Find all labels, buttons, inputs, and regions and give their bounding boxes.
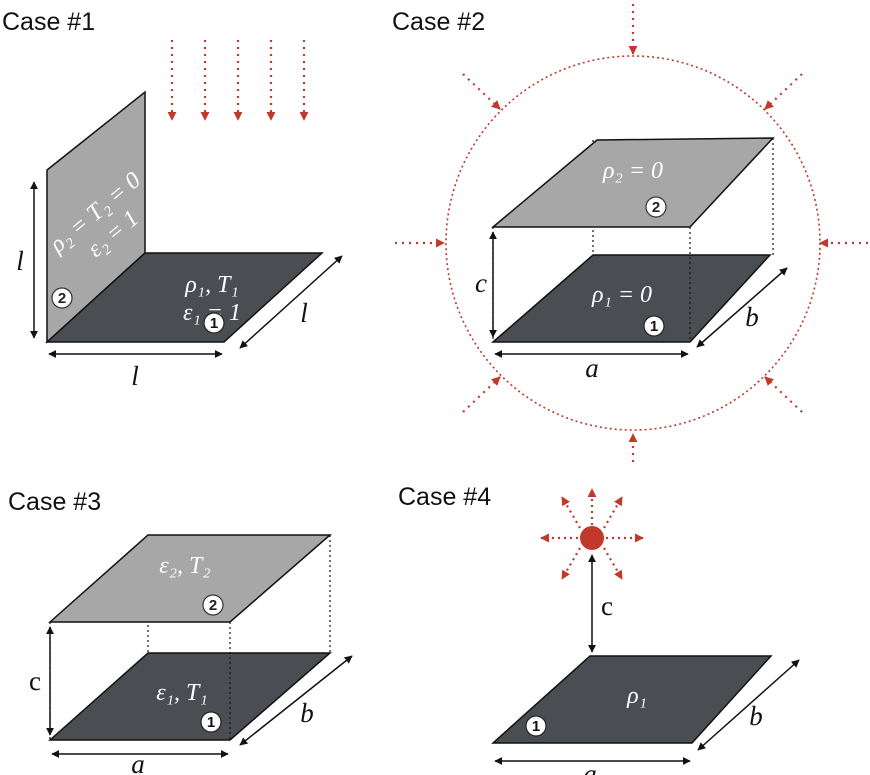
width-label: a [585,353,599,383]
top-plate-label: ε₂, T₂ [159,553,211,579]
top-plate-2 [490,137,775,228]
top-plate-2 [48,534,333,623]
enclosure-circle [445,55,821,431]
case-4-title: Case #4 [398,483,491,511]
svg-text:2: 2 [58,290,66,307]
bottom-plate-label: ε₁, T₁ [156,680,208,706]
radiation-arrow [603,547,623,580]
point-source-icon [580,526,604,550]
radiation-arrow [764,73,803,110]
case-3: Case #3 ε₂, T₂ ε₁, T₁ 2 1 c a b [8,488,353,775]
depth-dimension-arrow [696,267,788,348]
radiation-arrow [561,547,581,580]
radiation-arrow [603,496,623,529]
case-2-title: Case #2 [392,8,485,36]
depth-label: b [745,302,759,332]
height-label: l [16,246,24,276]
depth-label: l [300,298,308,328]
svg-text:2: 2 [652,199,660,216]
radiation-arrow [462,376,501,413]
gap-label: c [601,591,613,621]
badge-plate-2: 2 [51,287,73,309]
case-2: Case #2 ρ₂ = 0 ρ₁ = 0 2 [392,4,868,462]
case-1: Case #1 ρ₂ = T₂ = 0 ε₂ = 1 ρ₁, T₁ ε₁ = 1… [2,8,343,391]
width-label: a [583,759,597,775]
svg-text:2: 2 [209,597,217,614]
badge-top-plate-2: 2 [645,196,667,218]
svg-text:1: 1 [207,714,215,731]
point-source-rays [540,488,644,580]
svg-text:1: 1 [210,315,218,332]
plate-1-rho-t-label: ρ₁, T₁ [184,272,239,298]
case-1-title: Case #1 [2,8,95,36]
radiation-arrow [764,376,803,413]
depth-dimension-arrow [239,655,353,746]
badge-plate-1: 1 [525,715,547,737]
diffuse-radiation-arrows [395,4,868,462]
top-plate-label: ρ₂ = 0 [602,158,663,184]
depth-dimension-arrow [697,659,800,751]
badge-bottom-plate-1: 1 [200,711,222,733]
svg-text:1: 1 [532,718,540,735]
depth-label: b [300,698,314,728]
case-4: Case #4 ρ₁ 1 c a b [398,483,800,775]
radiation-arrow [462,73,501,110]
badge-plate-1: 1 [203,312,225,334]
gap-label: c [475,268,487,298]
case-3-title: Case #3 [8,488,101,516]
svg-text:1: 1 [650,318,658,335]
badge-bottom-plate-1: 1 [643,315,665,337]
plate-label: ρ₁ [626,683,647,709]
parallel-radiation-arrows [167,40,309,121]
width-label: l [131,361,139,391]
depth-label: b [749,701,763,731]
radiation-arrow [561,496,581,529]
gap-label: c [29,666,41,696]
bottom-plate-label: ρ₁ = 0 [591,282,652,308]
depth-dimension-arrow [239,255,343,349]
badge-top-plate-2: 2 [202,594,224,616]
width-label: a [131,749,145,775]
